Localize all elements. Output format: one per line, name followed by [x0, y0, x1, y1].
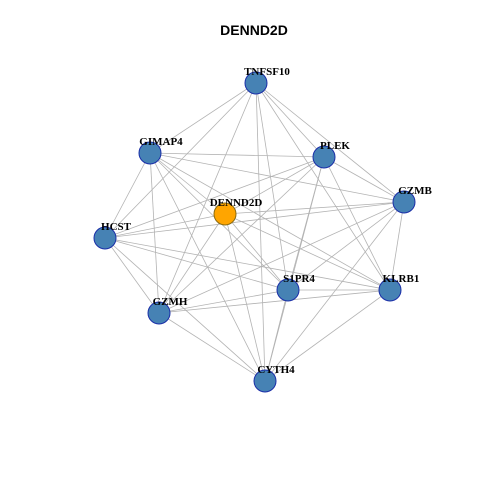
edge-klrb1-gzmh	[158, 289, 391, 314]
edge-dennd2d-s1pr4	[224, 213, 289, 291]
edge-hcst-klrb1	[104, 237, 391, 291]
node-label-gzmh: GZMH	[153, 296, 188, 308]
edge-plek-hcst	[104, 156, 325, 239]
node-label-dennd2d: DENND2D	[210, 197, 263, 209]
node-label-gimap4: GIMAP4	[139, 136, 183, 148]
node-klrb1	[378, 278, 402, 302]
edge-gimap4-klrb1	[149, 152, 391, 291]
edge-hcst-gzmh	[104, 237, 160, 314]
edge-klrb1-cyth4	[264, 289, 391, 382]
edge-plek-gzmh	[158, 156, 325, 314]
edge-hcst-s1pr4	[104, 237, 289, 291]
node-label-gzmb: GZMB	[398, 185, 432, 197]
edges-layer	[104, 82, 405, 382]
node-hcst	[93, 226, 117, 250]
edge-dennd2d-gimap4	[149, 152, 226, 215]
edge-gimap4-hcst	[104, 152, 151, 239]
node-s1pr4	[276, 278, 300, 302]
edge-gzmb-gzmh	[158, 201, 405, 314]
node-label-hcst: HCST	[101, 221, 132, 233]
edge-gzmb-s1pr4	[287, 201, 405, 291]
node-tnfsf10	[244, 71, 268, 95]
edge-gimap4-plek	[149, 152, 325, 158]
edge-hcst-cyth4	[104, 237, 266, 382]
node-label-klrb1: KLRB1	[383, 273, 420, 285]
edge-gzmb-dennd2d	[224, 201, 405, 215]
edge-tnfsf10-gzmh	[158, 82, 257, 314]
edge-plek-gzmb	[323, 156, 405, 203]
edge-s1pr4-gzmh	[158, 289, 289, 314]
edge-tnfsf10-gzmb	[255, 82, 405, 203]
edge-tnfsf10-hcst	[104, 82, 257, 239]
node-plek	[312, 145, 336, 169]
node-label-tnfsf10: TNFSF10	[244, 66, 290, 78]
node-cyth4	[253, 369, 277, 393]
edge-gimap4-gzmh	[149, 152, 160, 314]
edge-gzmb-cyth4	[264, 201, 405, 382]
edge-gzmb-hcst	[104, 201, 405, 239]
edge-tnfsf10-plek	[255, 82, 325, 158]
diagram-title: DENND2D	[220, 22, 288, 38]
edge-dennd2d-klrb1	[224, 213, 391, 291]
node-label-s1pr4: S1PR4	[283, 273, 315, 285]
edge-tnfsf10-gimap4	[149, 82, 257, 154]
edge-gzmb-klrb1	[389, 201, 405, 291]
node-gimap4	[138, 141, 162, 165]
node-gzmh	[147, 301, 171, 325]
node-label-cyth4: CYTH4	[257, 364, 295, 376]
edge-s1pr4-cyth4	[264, 289, 289, 382]
edge-gzmh-cyth4	[158, 312, 266, 382]
nodes-layer	[93, 71, 416, 393]
edge-plek-dennd2d	[224, 156, 325, 215]
edge-gimap4-gzmb	[149, 152, 405, 203]
node-dennd2d	[213, 202, 237, 226]
edge-tnfsf10-cyth4	[255, 82, 266, 382]
node-label-plek: PLEK	[320, 140, 350, 152]
node-gzmb	[392, 190, 416, 214]
edge-dennd2d-hcst	[104, 213, 226, 239]
